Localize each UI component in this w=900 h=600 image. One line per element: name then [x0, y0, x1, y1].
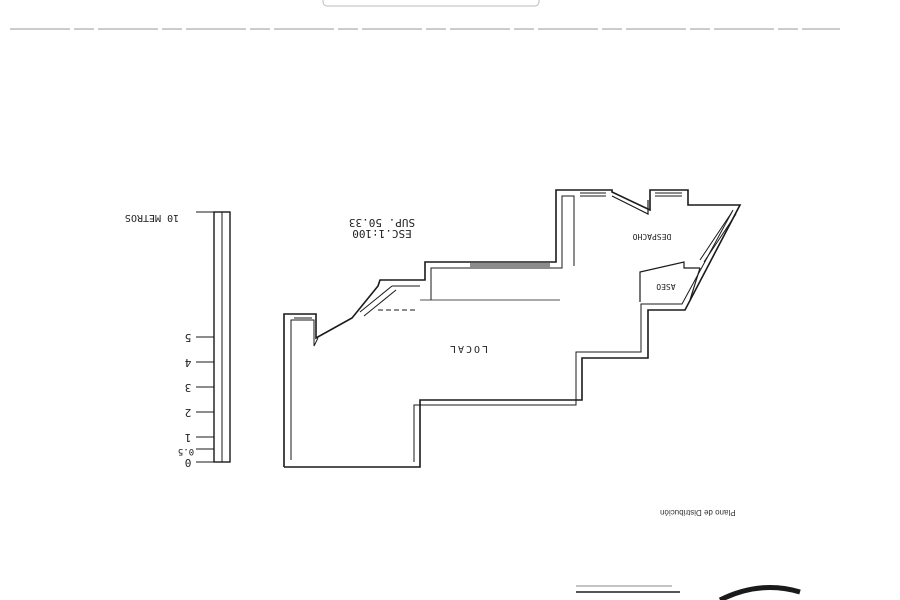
scale-tick-0: 0 [185, 456, 192, 469]
top-scan-artifact [322, 0, 540, 7]
scale-bar-top-label: 10 METROS [125, 212, 179, 223]
room-label-local: LOCAL [448, 343, 488, 354]
scale-tick-half: 0.5 [178, 446, 194, 456]
surface-label: SUP. 50.33 [349, 216, 415, 229]
scale-tick-5: 5 [185, 331, 192, 344]
room-label-despacho: DESPACHO [633, 232, 672, 241]
window-details [294, 192, 737, 319]
logo-seal [576, 585, 801, 600]
scale-tick-3: 3 [185, 381, 192, 394]
interior-partitions [611, 195, 701, 302]
room-label-aseo: ASEO [656, 282, 675, 291]
scale-tick-1: 1 [185, 431, 192, 444]
scale-bar [196, 211, 231, 463]
plan-caption: Plano de Distribución [660, 508, 736, 517]
scale-label: ESC.1:100 [352, 227, 412, 240]
floor-plan-walls [283, 189, 742, 468]
scale-tick-4: 4 [184, 356, 191, 369]
scale-tick-2: 2 [185, 406, 192, 419]
scale-bar-labels: 10 METROS 5 4 3 2 1 0.5 0 [125, 212, 194, 469]
